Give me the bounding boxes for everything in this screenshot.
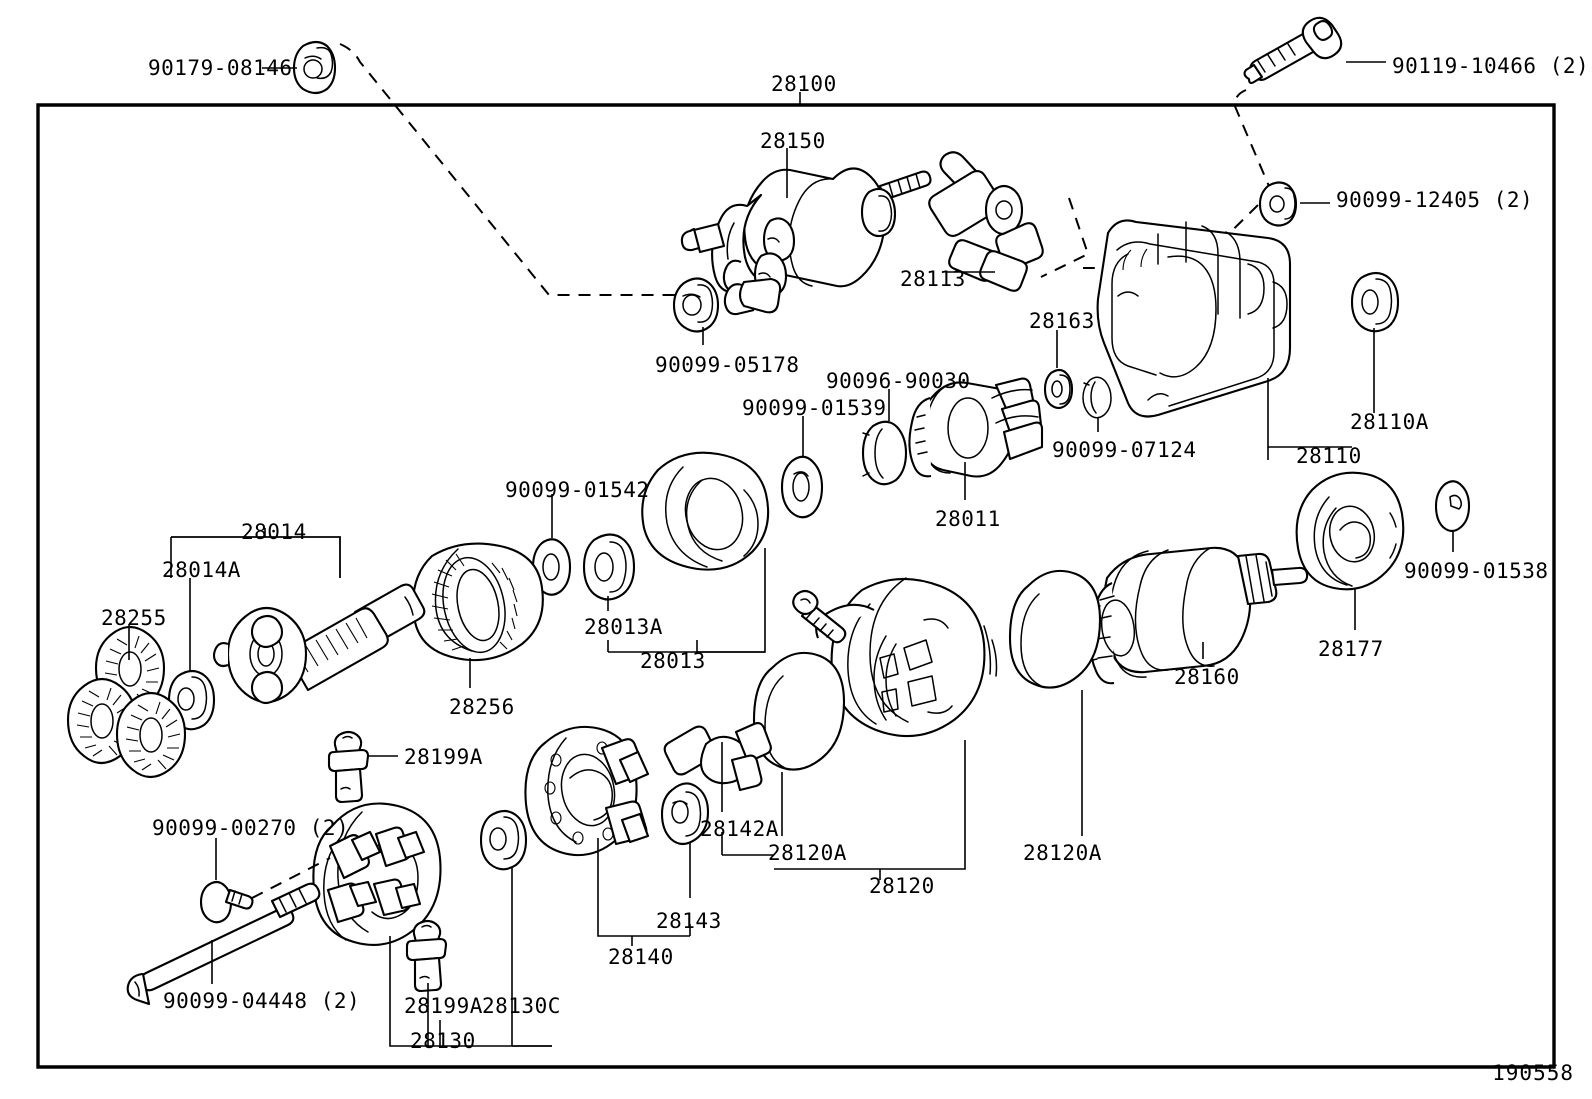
part-28140-end-frame — [524, 725, 678, 946]
part-label-28110a: 28110A — [1350, 410, 1429, 434]
part-28120A-oring-left — [752, 651, 846, 836]
part-label-90119-10466-2: 90119-10466 (2) — [1392, 54, 1590, 78]
part-28256-ring-gear — [412, 542, 544, 688]
part-label-28150: 28150 — [760, 129, 826, 153]
part-label-90099-00270-2: 90099-00270 (2) — [152, 816, 350, 840]
part-label-90099-01538: 90099-01538 — [1404, 559, 1549, 583]
part-label-28142a: 28142A — [700, 817, 779, 841]
part-label-28120a: 28120A — [1023, 841, 1102, 865]
part-28130-brush-holder — [312, 802, 552, 1047]
part-label-28199a: 28199A — [404, 994, 483, 1018]
part-label-28100: 28100 — [771, 72, 837, 96]
part-28255-planetary-gears — [66, 624, 187, 779]
part-90099-07124 — [1082, 376, 1112, 432]
part-label-28256: 28256 — [449, 695, 515, 719]
part-label-28130: 28130 — [410, 1029, 476, 1053]
part-label-28113: 28113 — [900, 267, 966, 291]
part-90099-01539 — [780, 416, 824, 519]
part-28120A-oring-right — [1008, 569, 1102, 836]
part-28110-drive-housing — [1096, 219, 1352, 460]
part-28113-shift-lever — [928, 151, 1090, 292]
part-28163-bearing — [1043, 330, 1074, 410]
part-label-28013a: 28013A — [584, 615, 663, 639]
part-label-28120: 28120 — [869, 874, 935, 898]
part-label-28013: 28013 — [640, 649, 706, 673]
part-label-90099-01539: 90099-01539 — [742, 396, 887, 420]
part-28110A-bushing — [1350, 271, 1400, 413]
part-label-90099-04448-2: 90099-04448 (2) — [163, 989, 361, 1013]
part-90099-04448 — [126, 882, 321, 1006]
part-label-28255: 28255 — [101, 606, 167, 630]
part-label-90179-08146: 90179-08146 — [148, 56, 293, 80]
assembly-bracket-28100 — [38, 92, 1554, 106]
part-label-28143: 28143 — [656, 909, 722, 933]
drawing-number: 190558 — [1492, 1061, 1574, 1085]
part-label-28140: 28140 — [608, 945, 674, 969]
part-28199A-bottom — [405, 919, 448, 1046]
part-label-28011: 28011 — [935, 507, 1001, 531]
part-90099-01538 — [1434, 480, 1471, 552]
part-28142A-bracket — [663, 722, 774, 856]
part-90099-05178 — [672, 277, 720, 345]
part-28150-solenoid — [680, 148, 932, 316]
part-label-90099-01542: 90099-01542 — [505, 478, 650, 502]
part-label-90096-90030: 90096-90030 — [826, 369, 971, 393]
part-label-28160: 28160 — [1174, 665, 1240, 689]
part-28199A-top — [327, 730, 398, 804]
part-label-28120a: 28120A — [768, 841, 847, 865]
part-90099-00270 — [199, 838, 331, 924]
part-label-90099-05178: 90099-05178 — [655, 353, 800, 377]
part-label-28110: 28110 — [1296, 444, 1362, 468]
part-90179-08146 — [262, 40, 705, 296]
part-28013A-bushing — [582, 533, 765, 653]
part-label-28163: 28163 — [1029, 309, 1095, 333]
part-28177-thrust-plate — [1295, 471, 1405, 630]
part-28011-drive-pinion — [908, 377, 1044, 500]
part-28160-armature — [1086, 546, 1309, 685]
part-label-90099-07124: 90099-07124 — [1052, 438, 1197, 462]
part-label-28014a: 28014A — [162, 558, 241, 582]
part-label-28199a: 28199A — [404, 745, 483, 769]
part-label-90099-12405-2: 90099-12405 (2) — [1336, 188, 1534, 212]
part-90119-10466 — [1232, 16, 1386, 206]
part-label-28014: 28014 — [241, 520, 307, 544]
part-28014-shaft — [170, 528, 426, 705]
part-28130C-bushing — [479, 809, 552, 1047]
part-28143-bushing — [660, 782, 710, 937]
part-label-28130c: 28130C — [482, 994, 561, 1018]
part-label-28177: 28177 — [1318, 637, 1384, 661]
part-90096-90030 — [861, 389, 908, 486]
